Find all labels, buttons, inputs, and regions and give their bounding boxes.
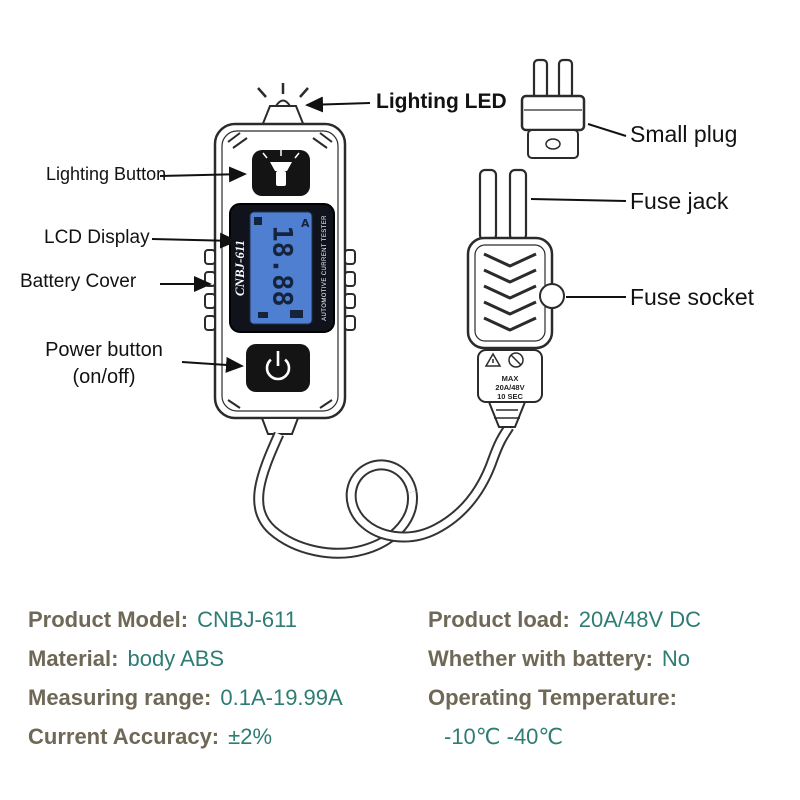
- device-model-vertical-text: CNBJ-611: [232, 240, 247, 296]
- spec-label: Product load:: [428, 607, 570, 632]
- socket-warning-line2: 20A/48V: [495, 383, 524, 392]
- spec-value: -10℃ -40℃: [444, 724, 564, 749]
- callout-arrows: [151, 96, 627, 373]
- spec-label: Material:: [28, 646, 119, 671]
- small-plug-drawing: [520, 58, 586, 159]
- spec-measuring-range: Measuring range: 0.1A-19.99A: [28, 678, 343, 717]
- callout-lighting-button: Lighting Button: [46, 164, 167, 184]
- cable: [253, 424, 514, 559]
- socket-warning-line1: MAX: [502, 374, 519, 383]
- spec-value: ±2%: [228, 724, 273, 749]
- spec-label: Operating Temperature:: [428, 685, 677, 710]
- device-cable-boot: [260, 417, 300, 435]
- callout-fuse-socket: Fuse socket: [630, 284, 754, 310]
- spec-value: CNBJ-611: [197, 607, 297, 632]
- fuse-socket-drawing: MAX 20A/48V 10 SEC: [466, 236, 565, 428]
- arrow-lighting-led: [305, 96, 371, 113]
- callout-fuse-jack: Fuse jack: [630, 188, 729, 214]
- tester-device-drawing: A 18.88 CNBJ-611 AUTOMOTIVE CURRENT TEST…: [204, 58, 586, 559]
- spec-material: Material: body ABS: [28, 639, 343, 678]
- callout-lcd-display: LCD Display: [44, 227, 150, 248]
- lcd-display-screen: A 18.88 CNBJ-611 AUTOMOTIVE CURRENT TEST…: [229, 203, 335, 333]
- device-illustration: A 18.88 CNBJ-611 AUTOMOTIVE CURRENT TEST…: [151, 58, 627, 559]
- device-tester-vertical-text: AUTOMOTIVE CURRENT TESTER: [322, 215, 328, 321]
- arrow-lighting-button: [159, 166, 247, 183]
- spec-operating-temperature-label: Operating Temperature:: [428, 678, 701, 717]
- spec-product-model: Product Model: CNBJ-611: [28, 600, 343, 639]
- spec-label: Whether with battery:: [428, 646, 653, 671]
- line-fuse-jack: [530, 198, 627, 202]
- spec-value: 20A/48V DC: [578, 607, 702, 632]
- callout-power-button-line1: Power button: [45, 339, 163, 361]
- spec-operating-temperature-value: -10℃ -40℃: [428, 717, 701, 756]
- spec-label: Measuring range:: [28, 685, 212, 710]
- line-small-plug: [587, 123, 627, 137]
- callout-power-button: Power button (on/off): [24, 337, 184, 391]
- spec-label: Current Accuracy:: [28, 724, 220, 749]
- lcd-value-text: 18.88: [267, 225, 298, 306]
- arrow-power-button: [181, 356, 244, 373]
- flashlight-button-icon: [252, 150, 310, 196]
- callout-power-button-line2: (on/off): [72, 366, 136, 388]
- spec-whether-battery: Whether with battery: No: [428, 639, 701, 678]
- spec-value: No: [661, 646, 691, 671]
- callout-battery-cover: Battery Cover: [20, 271, 137, 292]
- spec-label: Product Model:: [28, 607, 189, 632]
- callout-lighting-led: Lighting LED: [376, 90, 507, 113]
- specs-left-column: Product Model: CNBJ-611 Material: body ABS…: [28, 600, 343, 756]
- lighting-led-mark: [257, 83, 309, 127]
- callout-small-plug: Small plug: [630, 121, 738, 147]
- socket-warning-line3: 10 SEC: [497, 392, 523, 401]
- arrow-lcd-display: [151, 232, 238, 249]
- lcd-unit-text: A: [301, 217, 310, 230]
- spec-product-load: Product load: 20A/48V DC: [428, 600, 701, 639]
- spec-value: 0.1A-19.99A: [220, 685, 343, 710]
- power-button-icon: [246, 344, 310, 392]
- fuse-jack-prongs: [478, 168, 528, 242]
- specs-right-column: Product load: 20A/48V DC Whether with bat…: [428, 600, 701, 756]
- spec-current-accuracy: Current Accuracy: ±2%: [28, 717, 343, 756]
- spec-value: body ABS: [127, 646, 225, 671]
